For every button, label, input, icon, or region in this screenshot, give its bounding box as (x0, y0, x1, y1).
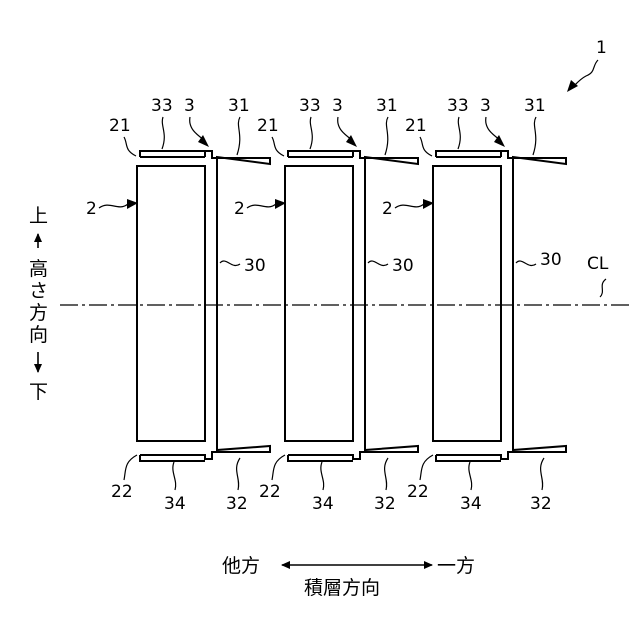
leader-top-flange (237, 117, 240, 155)
ref-wall: 30 (540, 250, 562, 270)
leader-cell (99, 204, 128, 208)
leader-cell-bottom (124, 455, 137, 480)
ref-cell-bottom: 22 (407, 482, 429, 502)
battery-cell (137, 166, 205, 441)
leader-cell-top (124, 137, 136, 156)
leader-cell-top (420, 137, 432, 156)
leader-cell (395, 204, 424, 208)
stacking-direction-indicator: 他方 一方 積層方向 (222, 555, 475, 599)
leader-top-lip (310, 117, 312, 149)
height-up-label: 上 (29, 205, 48, 227)
battery-cell (433, 166, 501, 441)
ref-bottom-flange: 32 (226, 494, 248, 514)
leader-bottom-lip (173, 462, 176, 490)
ref-bottom-flange: 32 (374, 494, 396, 514)
ref-top-lip: 33 (299, 96, 321, 116)
stacking-direction-label: 積層方向 (304, 577, 380, 599)
stacking-one-side-label: 一方 (437, 555, 475, 577)
leader-top-lip (162, 117, 164, 149)
leader-wall (516, 261, 536, 266)
leader-top-flange (533, 117, 536, 155)
ref-top-flange: 31 (524, 96, 546, 116)
height-label-char-3: 方 (29, 302, 48, 324)
ref-cell-top: 21 (257, 116, 279, 136)
height-label-char-2: さ (29, 280, 48, 302)
height-label-char-1: 高 (29, 258, 48, 280)
figure-number: 1 (596, 38, 607, 58)
leader-bottom-flange (237, 458, 240, 490)
ref-bottom-flange: 32 (530, 494, 552, 514)
leader-separator (486, 117, 500, 140)
leader-bottom-lip (469, 462, 472, 490)
leader-wall (220, 261, 240, 266)
figure-number-arrowhead (567, 80, 578, 92)
ref-wall: 30 (244, 256, 266, 276)
height-direction-indicator: 上 高 さ 方 向 下 (29, 205, 48, 403)
leader-cell-bottom (272, 455, 285, 480)
ref-separator: 3 (332, 96, 343, 116)
ref-cell: 2 (382, 199, 393, 219)
leader-top-lip (458, 117, 460, 149)
figure-number-leader (572, 60, 598, 88)
ref-top-lip: 33 (447, 96, 469, 116)
leader-bottom-lip (321, 462, 324, 490)
battery-cell (285, 166, 353, 441)
leader-separator (190, 117, 204, 140)
ref-separator: 3 (184, 96, 195, 116)
ref-bottom-lip: 34 (164, 494, 186, 514)
leader-cell (247, 204, 276, 208)
ref-cell-bottom: 22 (259, 482, 281, 502)
leader-cell-top (272, 137, 284, 156)
ref-cell: 2 (86, 199, 97, 219)
ref-top-flange: 31 (228, 96, 250, 116)
leader-top-flange (385, 117, 388, 155)
ref-cell: 2 (234, 199, 245, 219)
ref-top-flange: 31 (376, 96, 398, 116)
leader-wall (368, 261, 388, 266)
ref-cell-top: 21 (405, 116, 427, 136)
height-label-char-4: 向 (29, 324, 48, 346)
leader-bottom-flange (541, 458, 544, 490)
leader-bottom-flange (385, 458, 388, 490)
height-down-label: 下 (29, 381, 48, 403)
ref-cell-top: 21 (109, 116, 131, 136)
ref-cell-bottom: 22 (111, 482, 133, 502)
stacking-other-side-label: 他方 (222, 555, 260, 577)
ref-top-lip: 33 (151, 96, 173, 116)
ref-bottom-lip: 34 (312, 494, 334, 514)
ref-wall: 30 (392, 256, 414, 276)
ref-bottom-lip: 34 (460, 494, 482, 514)
centerline-label: CL (587, 254, 609, 274)
leader-separator (338, 117, 352, 140)
leader-cell-bottom (420, 455, 433, 480)
centerline-leader (600, 279, 606, 297)
ref-separator: 3 (480, 96, 491, 116)
